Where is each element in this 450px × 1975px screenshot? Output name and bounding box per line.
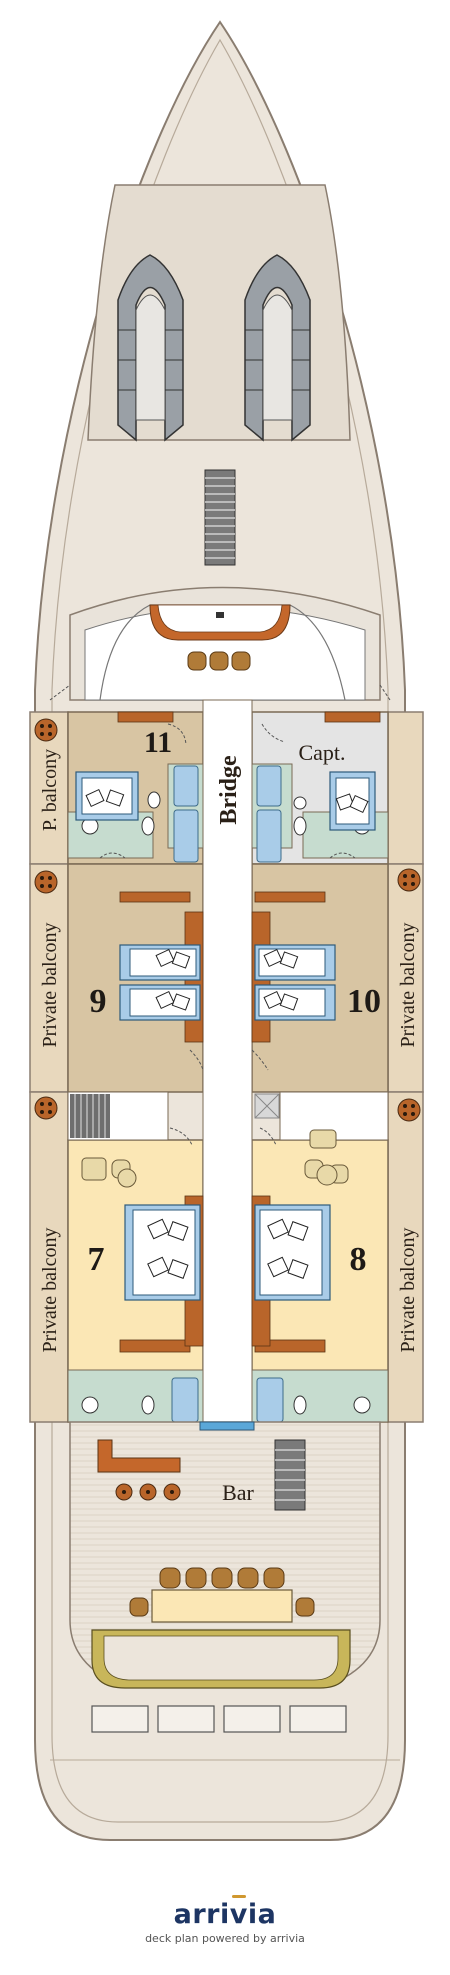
windlass-left (117, 254, 184, 442)
windlass-right (244, 254, 311, 442)
brand-suffix: ia (247, 1899, 277, 1930)
private-balcony-7-label: Private balcony (39, 1228, 61, 1353)
dining-table (151, 1589, 293, 1623)
footer-tagline: deck plan powered by arrivia (145, 1932, 305, 1945)
inner-stairs (70, 1094, 110, 1138)
balcony-table-9 (34, 870, 58, 894)
private-balcony-10 (387, 863, 424, 1093)
stern-hatches (91, 1705, 347, 1733)
brand-prefix: arri (173, 1899, 230, 1930)
bridge-chairs (187, 651, 251, 671)
captain-label: Capt. (298, 740, 345, 765)
private-balcony-7 (29, 1091, 69, 1423)
cabin-10-number: 10 (347, 983, 381, 1020)
private-balcony-8-label: Private balcony (397, 1228, 419, 1353)
private-balcony-9-label: Private balcony (39, 923, 61, 1048)
private-balcony-8 (387, 1091, 424, 1423)
bar-label: Bar (222, 1480, 254, 1505)
brand-v: v (229, 1899, 248, 1930)
p-balcony-label: P. balcony (39, 749, 61, 831)
balcony-table-11 (34, 718, 58, 742)
arrivia-logo[interactable]: arrivia (0, 1900, 450, 1930)
cabin-9-number: 9 (90, 983, 107, 1020)
cabin-11-number: 11 (144, 726, 172, 759)
private-balcony-10-label: Private balcony (397, 923, 419, 1048)
cabin-7-number: 7 (88, 1241, 105, 1278)
bar-counter (97, 1439, 181, 1473)
balcony-table-10 (397, 868, 421, 892)
footer: arrivia deck plan powered by arrivia (0, 1900, 450, 1946)
bridge-label: Bridge (216, 755, 242, 825)
balcony-table-7 (34, 1096, 58, 1120)
cabin-8-number: 8 (350, 1241, 367, 1278)
capt-balcony-right (387, 711, 424, 865)
forward-stairs (204, 469, 236, 566)
aft-stairs (274, 1439, 306, 1511)
balcony-table-8 (397, 1098, 421, 1122)
dining-chairs (129, 1567, 315, 1617)
central-corridor (202, 699, 253, 1423)
